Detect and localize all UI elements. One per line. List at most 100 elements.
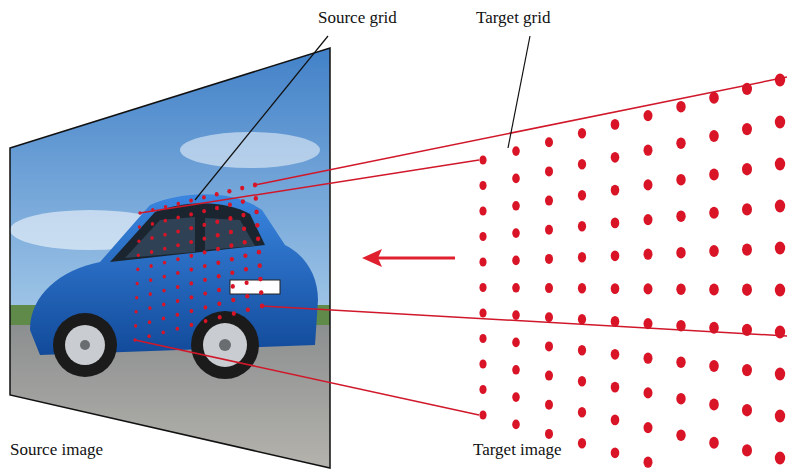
grid-dot <box>202 195 206 199</box>
grid-dot <box>189 254 193 258</box>
grid-dot <box>479 410 486 419</box>
grid-dot <box>176 216 180 220</box>
grid-dot <box>644 214 653 225</box>
grid-dot <box>479 232 486 241</box>
grid-dot <box>240 186 244 191</box>
grid-dot <box>775 284 785 297</box>
grid-dot <box>241 213 245 218</box>
grid-dot <box>578 159 586 169</box>
grid-dot <box>611 250 620 261</box>
grid-dot <box>578 283 586 293</box>
grid-dot <box>545 196 553 206</box>
grid-dot <box>215 192 219 196</box>
grid-dot <box>189 240 193 244</box>
grid-dot <box>775 116 785 129</box>
grid-dot <box>203 278 207 282</box>
grid-dot <box>611 447 620 458</box>
grid-label: Source grid <box>318 8 397 28</box>
grid-dot <box>163 247 166 251</box>
grid-dot <box>742 203 752 215</box>
grid-dot <box>215 220 219 224</box>
grid-dot <box>676 210 685 222</box>
grid-dot <box>578 314 586 324</box>
grid-dot <box>216 261 220 265</box>
grid-dot <box>578 376 586 386</box>
grid-dot <box>135 296 138 300</box>
grid-dot <box>176 299 180 303</box>
grid-dot <box>176 229 180 233</box>
grid-dot <box>189 226 193 230</box>
grid-dot <box>176 327 180 331</box>
leader-lines <box>195 36 530 200</box>
grid-dot <box>245 294 249 299</box>
grid-dot <box>479 385 486 394</box>
grid-dot <box>162 331 165 335</box>
grid-dot <box>611 316 620 327</box>
grid-dot <box>189 281 193 285</box>
grid-dot <box>163 233 166 237</box>
grid-dot <box>258 277 262 282</box>
grid-dot <box>138 225 141 229</box>
grid-dot <box>257 250 261 255</box>
grid-dot <box>545 371 553 381</box>
image-label: Source image <box>10 440 103 460</box>
grid-dot <box>202 223 206 227</box>
grid-dot <box>228 216 232 221</box>
grid-dot <box>644 422 653 433</box>
grid-dot <box>775 74 785 87</box>
grid-dot <box>216 233 220 237</box>
grid-dot <box>245 280 249 285</box>
image-frame <box>10 48 330 468</box>
grid-dot <box>512 365 520 375</box>
grid-dot <box>254 196 258 201</box>
grid-label: Target grid <box>476 8 551 28</box>
grid-dot <box>479 155 486 164</box>
grid-dot <box>644 353 653 364</box>
grid-dot <box>190 309 194 313</box>
grid-dot <box>512 256 520 266</box>
grid-dot <box>204 305 208 309</box>
grid-dot <box>578 190 586 200</box>
grid-dot <box>676 174 685 186</box>
grid-dot <box>176 285 180 289</box>
grid-dot <box>203 237 207 241</box>
grid-dot <box>775 368 785 381</box>
grid-dot <box>709 283 719 295</box>
grid-dot <box>242 226 246 231</box>
grid-dot <box>775 200 785 213</box>
grid-dot <box>512 228 520 238</box>
grid-dot <box>611 185 620 196</box>
grid-dot <box>611 415 620 426</box>
grid-dot <box>229 243 233 248</box>
grid-dot <box>611 382 620 393</box>
grid-dot <box>709 130 719 142</box>
grid-dot <box>578 221 586 231</box>
grid-dot <box>676 393 685 405</box>
grid-dot <box>162 289 165 293</box>
grid-dot <box>775 410 785 423</box>
grid-dot <box>137 254 140 258</box>
direction-arrow <box>362 249 455 267</box>
grid-dot <box>742 404 752 416</box>
grid-dot <box>176 271 180 275</box>
grid-dot <box>545 341 553 351</box>
grid-dot <box>709 207 719 219</box>
grid-dot <box>512 338 520 348</box>
source-photo <box>0 40 340 475</box>
grid-dot <box>189 212 193 216</box>
grid-dot <box>216 247 220 251</box>
grid-dot <box>611 218 620 229</box>
grid-dot <box>243 253 247 258</box>
grid-dot <box>255 223 259 228</box>
grid-dot <box>231 284 235 289</box>
grid-dot <box>230 271 234 276</box>
grid-dot <box>578 345 586 355</box>
grid-dot <box>136 282 139 286</box>
grid-dot <box>709 92 719 104</box>
grid-dot <box>151 222 154 226</box>
grid-dot <box>217 288 221 292</box>
grid-dot <box>259 290 263 295</box>
grid-dot <box>742 444 752 456</box>
grid-dot <box>217 302 221 306</box>
